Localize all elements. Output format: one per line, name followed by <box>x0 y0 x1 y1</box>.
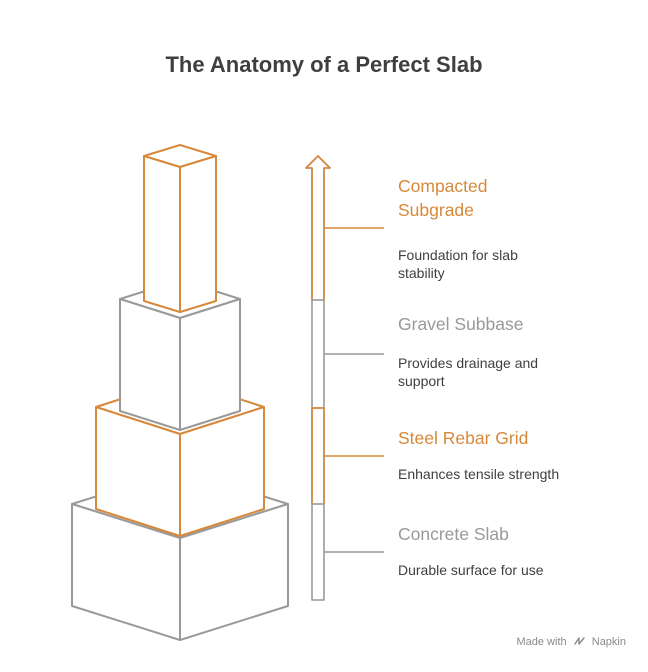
page-title: The Anatomy of a Perfect Slab <box>165 52 483 77</box>
layer-desc-line: stability <box>398 265 445 281</box>
gravel-subbase-right-face <box>179 298 241 431</box>
layer-label-line: Steel Rebar Grid <box>398 428 529 448</box>
compacted-subgrade-left-face <box>143 155 181 313</box>
gravel-subbase-block <box>119 279 241 431</box>
concrete-slab-right-face <box>179 503 289 641</box>
layer-desc-line: Enhances tensile strength <box>398 466 560 482</box>
napkin-brand-text: Napkin <box>591 636 626 648</box>
layer-label-line: Concrete Slab <box>398 524 509 544</box>
compacted-subgrade-block <box>143 144 217 313</box>
layer-label-gravel-subbase: Gravel Subbase <box>398 312 524 336</box>
layer-desc-compacted-subgrade: Foundation for slab stability <box>398 246 518 282</box>
vertical-arrow <box>305 155 331 601</box>
layer-label-line: Compacted <box>398 176 488 196</box>
arrow-segment-compacted-subgrade <box>305 155 331 300</box>
layer-label-steel-rebar: Steel Rebar Grid <box>398 426 528 450</box>
layer-label-concrete-slab: Concrete Slab <box>398 522 509 546</box>
layer-desc-concrete-slab: Durable surface for use <box>398 561 544 579</box>
gravel-subbase-left-face <box>119 298 181 431</box>
layer-label-compacted-subgrade: Compacted Subgrade <box>398 174 488 222</box>
made-with-napkin-footer[interactable]: Made with Napkin <box>516 636 626 648</box>
layer-desc-line: Durable surface for use <box>398 562 544 578</box>
layer-label-line: Subgrade <box>398 200 474 220</box>
layer-desc-gravel-subbase: Provides drainage and support <box>398 354 538 390</box>
made-with-text: Made with <box>516 636 567 648</box>
layer-desc-steel-rebar: Enhances tensile strength <box>398 465 559 483</box>
layer-label-line: Gravel Subbase <box>398 314 524 334</box>
steel-rebar-right-face <box>179 406 265 537</box>
napkin-logo-icon <box>573 637 585 645</box>
layer-desc-line: Foundation for slab <box>398 247 518 263</box>
compacted-subgrade-right-face <box>179 155 217 313</box>
arrow-outline <box>305 155 331 601</box>
layer-desc-line: Provides drainage and <box>398 355 539 371</box>
layer-desc-line: support <box>398 373 445 389</box>
